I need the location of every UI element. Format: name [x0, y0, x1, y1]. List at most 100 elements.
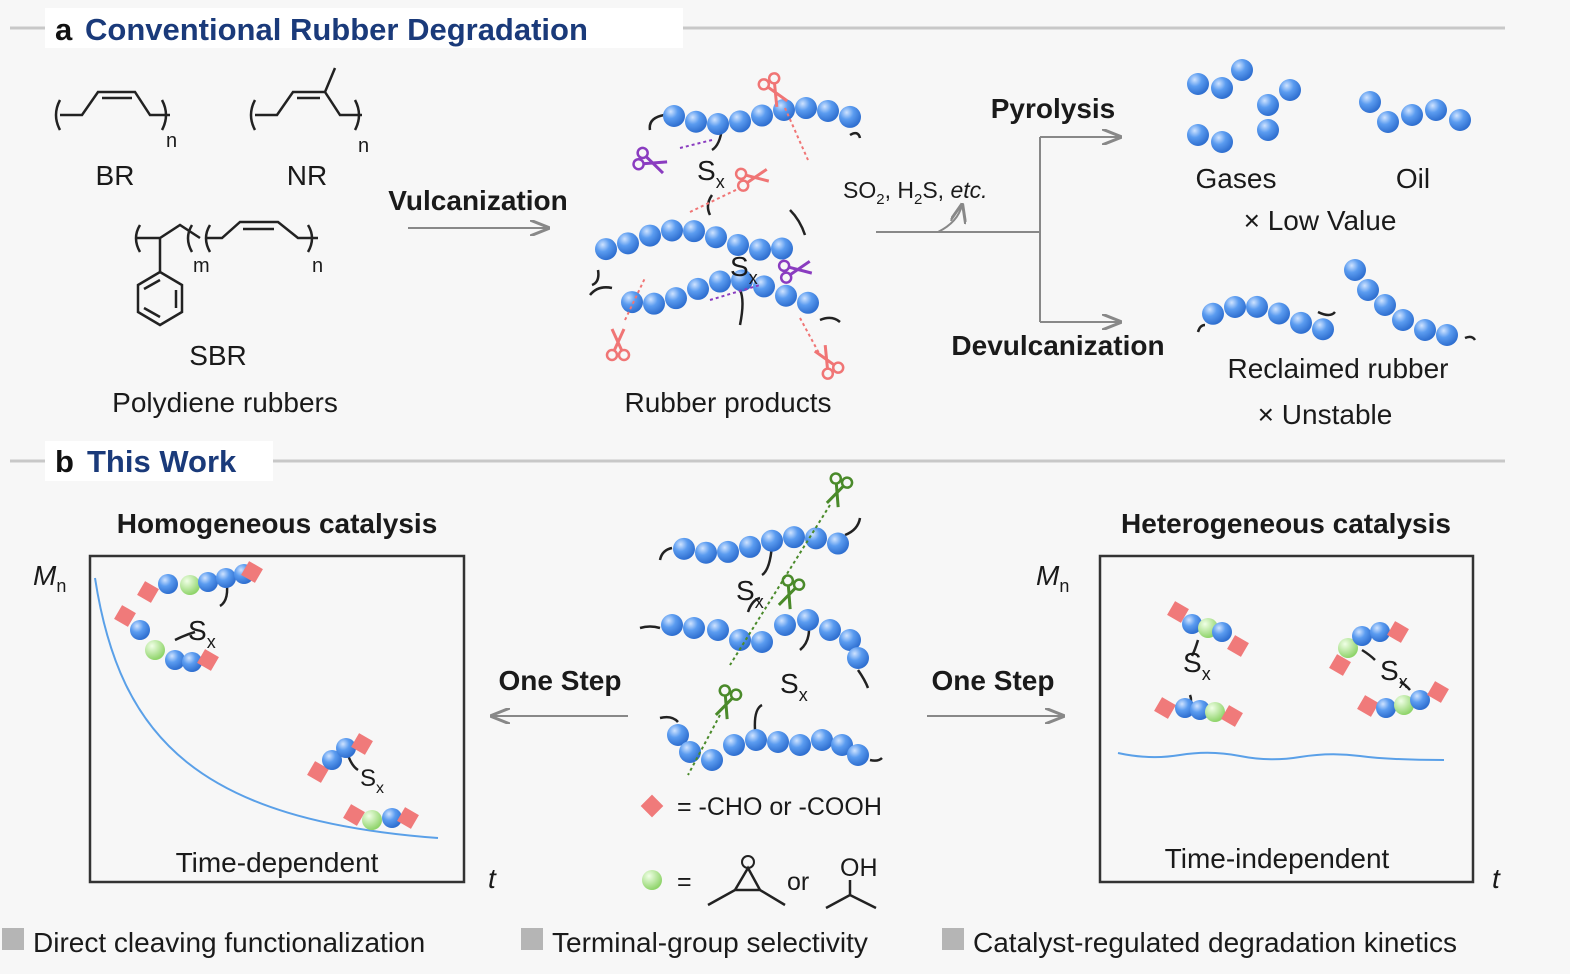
- oil-label: Oil: [1396, 163, 1430, 194]
- scissors-icon: [777, 574, 806, 610]
- br-label: BR: [96, 160, 135, 191]
- monomer-bead: [797, 609, 819, 631]
- monomer-bead: [639, 224, 661, 247]
- epoxide-bead: [1205, 702, 1225, 722]
- epoxide-bead: [180, 575, 200, 595]
- monomer-bead: [767, 731, 789, 753]
- aldehyde-end-diamond: [114, 605, 136, 627]
- pyrolysis-label: Pyrolysis: [991, 93, 1116, 124]
- monomer-bead: [831, 734, 853, 756]
- y-axis-label: Mn: [1036, 560, 1069, 596]
- pyrolysis-product-beads: [1187, 59, 1477, 346]
- monomer-bead: [751, 631, 773, 653]
- branch-arrows: [876, 137, 1120, 322]
- monomer-bead: [1175, 698, 1195, 718]
- monomer-bead: [847, 744, 869, 766]
- heterogeneous-title: Heterogeneous catalysis: [1121, 508, 1451, 539]
- monomer-bead: [158, 574, 178, 594]
- svg-text:b: b: [55, 444, 74, 479]
- monomer-bead: [1246, 295, 1268, 318]
- aldehyde-end-diamond: [343, 804, 365, 826]
- aldehyde-end-diamond: [1154, 697, 1176, 719]
- monomer-bead: [774, 614, 796, 636]
- epoxide-bead: [362, 810, 382, 830]
- devulcanization-label: Devulcanization: [951, 330, 1164, 361]
- unstable-warning: × Unstable: [1258, 399, 1393, 430]
- low-value-warning: × Low Value: [1244, 205, 1397, 236]
- footer-highlights: Direct cleaving functionalization Termin…: [2, 927, 1457, 958]
- monomer-bead: [1359, 91, 1381, 113]
- monomer-bead: [661, 219, 683, 242]
- scissors-icon: [825, 472, 854, 508]
- svg-text:n: n: [166, 130, 177, 152]
- monomer-bead: [595, 238, 617, 261]
- monomer-bead: [1212, 622, 1232, 642]
- green-bead-icon: [642, 870, 662, 890]
- section-a-header: a Conventional Rubber Degradation: [10, 8, 1505, 48]
- scissors-icon: [734, 167, 770, 192]
- aldehyde-end-diamond: [1427, 681, 1449, 703]
- alcohol-icon: [825, 880, 877, 910]
- monomer-bead: [683, 220, 705, 243]
- aldehyde-end-diamond: [1329, 654, 1351, 676]
- monomer-bead: [811, 729, 833, 751]
- monomer-bead: [717, 540, 739, 563]
- monomer-bead: [773, 98, 795, 121]
- monomer-bead: [1392, 309, 1414, 331]
- highlight-item: Direct cleaving functionalization: [33, 927, 425, 958]
- svg-text:Sx: Sx: [188, 615, 216, 652]
- scissors-icon: [605, 328, 631, 362]
- monomer-bead: [753, 275, 775, 298]
- monomer-bead: [749, 238, 771, 261]
- scissors-icon: [757, 72, 789, 108]
- monomer-bead: [1376, 698, 1396, 718]
- monomer-bead: [198, 572, 218, 592]
- one-step-left-label: One Step: [499, 665, 622, 696]
- monomer-bead: [739, 535, 761, 558]
- x-axis-label: t: [1492, 863, 1501, 894]
- monomer-bead: [817, 99, 839, 122]
- monomer-bead: [805, 527, 827, 550]
- svg-text:n: n: [358, 135, 369, 157]
- monomer-bead: [1257, 119, 1279, 141]
- fragment-chains: [114, 517, 1449, 830]
- aldehyde-end-diamond: [307, 761, 329, 783]
- monomer-bead: [130, 620, 150, 640]
- monomer-bead: [1190, 700, 1210, 720]
- monomer-bead: [1357, 279, 1379, 301]
- sbr-label: SBR: [189, 340, 247, 371]
- monomer-bead: [1211, 131, 1233, 153]
- reclaimed-label: Reclaimed rubber: [1228, 353, 1449, 384]
- aldehyde-end-diamond: [197, 649, 219, 671]
- monomer-bead: [1187, 73, 1209, 95]
- scissors-icon: [777, 259, 813, 284]
- crosslink-label: Sx: [730, 251, 758, 288]
- monomer-bead: [797, 291, 819, 314]
- monomer-bead: [683, 617, 705, 639]
- time-dependent-caption: Time-dependent: [176, 847, 379, 878]
- monomer-bead: [1374, 294, 1396, 316]
- heterogeneous-panel: Heterogeneous catalysis Mn t Time-indepe…: [1036, 508, 1501, 894]
- homogeneous-title: Homogeneous catalysis: [117, 508, 438, 539]
- one-step-right-label: One Step: [932, 665, 1055, 696]
- svg-text:or: or: [787, 868, 809, 896]
- monomer-bead: [1187, 124, 1209, 146]
- rubber-products-label: Rubber products: [624, 387, 831, 418]
- polydiene-label: Polydiene rubbers: [112, 387, 338, 418]
- time-independent-caption: Time-independent: [1165, 843, 1390, 874]
- monomer-bead: [1224, 296, 1246, 319]
- svg-text:OH: OH: [840, 854, 878, 882]
- epoxide-bead: [1394, 695, 1414, 715]
- monomer-bead: [839, 105, 861, 128]
- svg-text:Sx: Sx: [1380, 655, 1408, 692]
- monomer-bead: [322, 750, 342, 770]
- monomer-bead: [729, 110, 751, 133]
- monomer-bead: [673, 537, 695, 560]
- monomer-bead: [336, 738, 356, 758]
- monomer-bead: [727, 233, 749, 256]
- monomer-bead: [1370, 622, 1390, 642]
- monomer-bead: [705, 226, 727, 249]
- monomer-bead: [679, 741, 701, 763]
- svg-text:Sx: Sx: [736, 575, 764, 612]
- x-axis-label: t: [488, 863, 497, 894]
